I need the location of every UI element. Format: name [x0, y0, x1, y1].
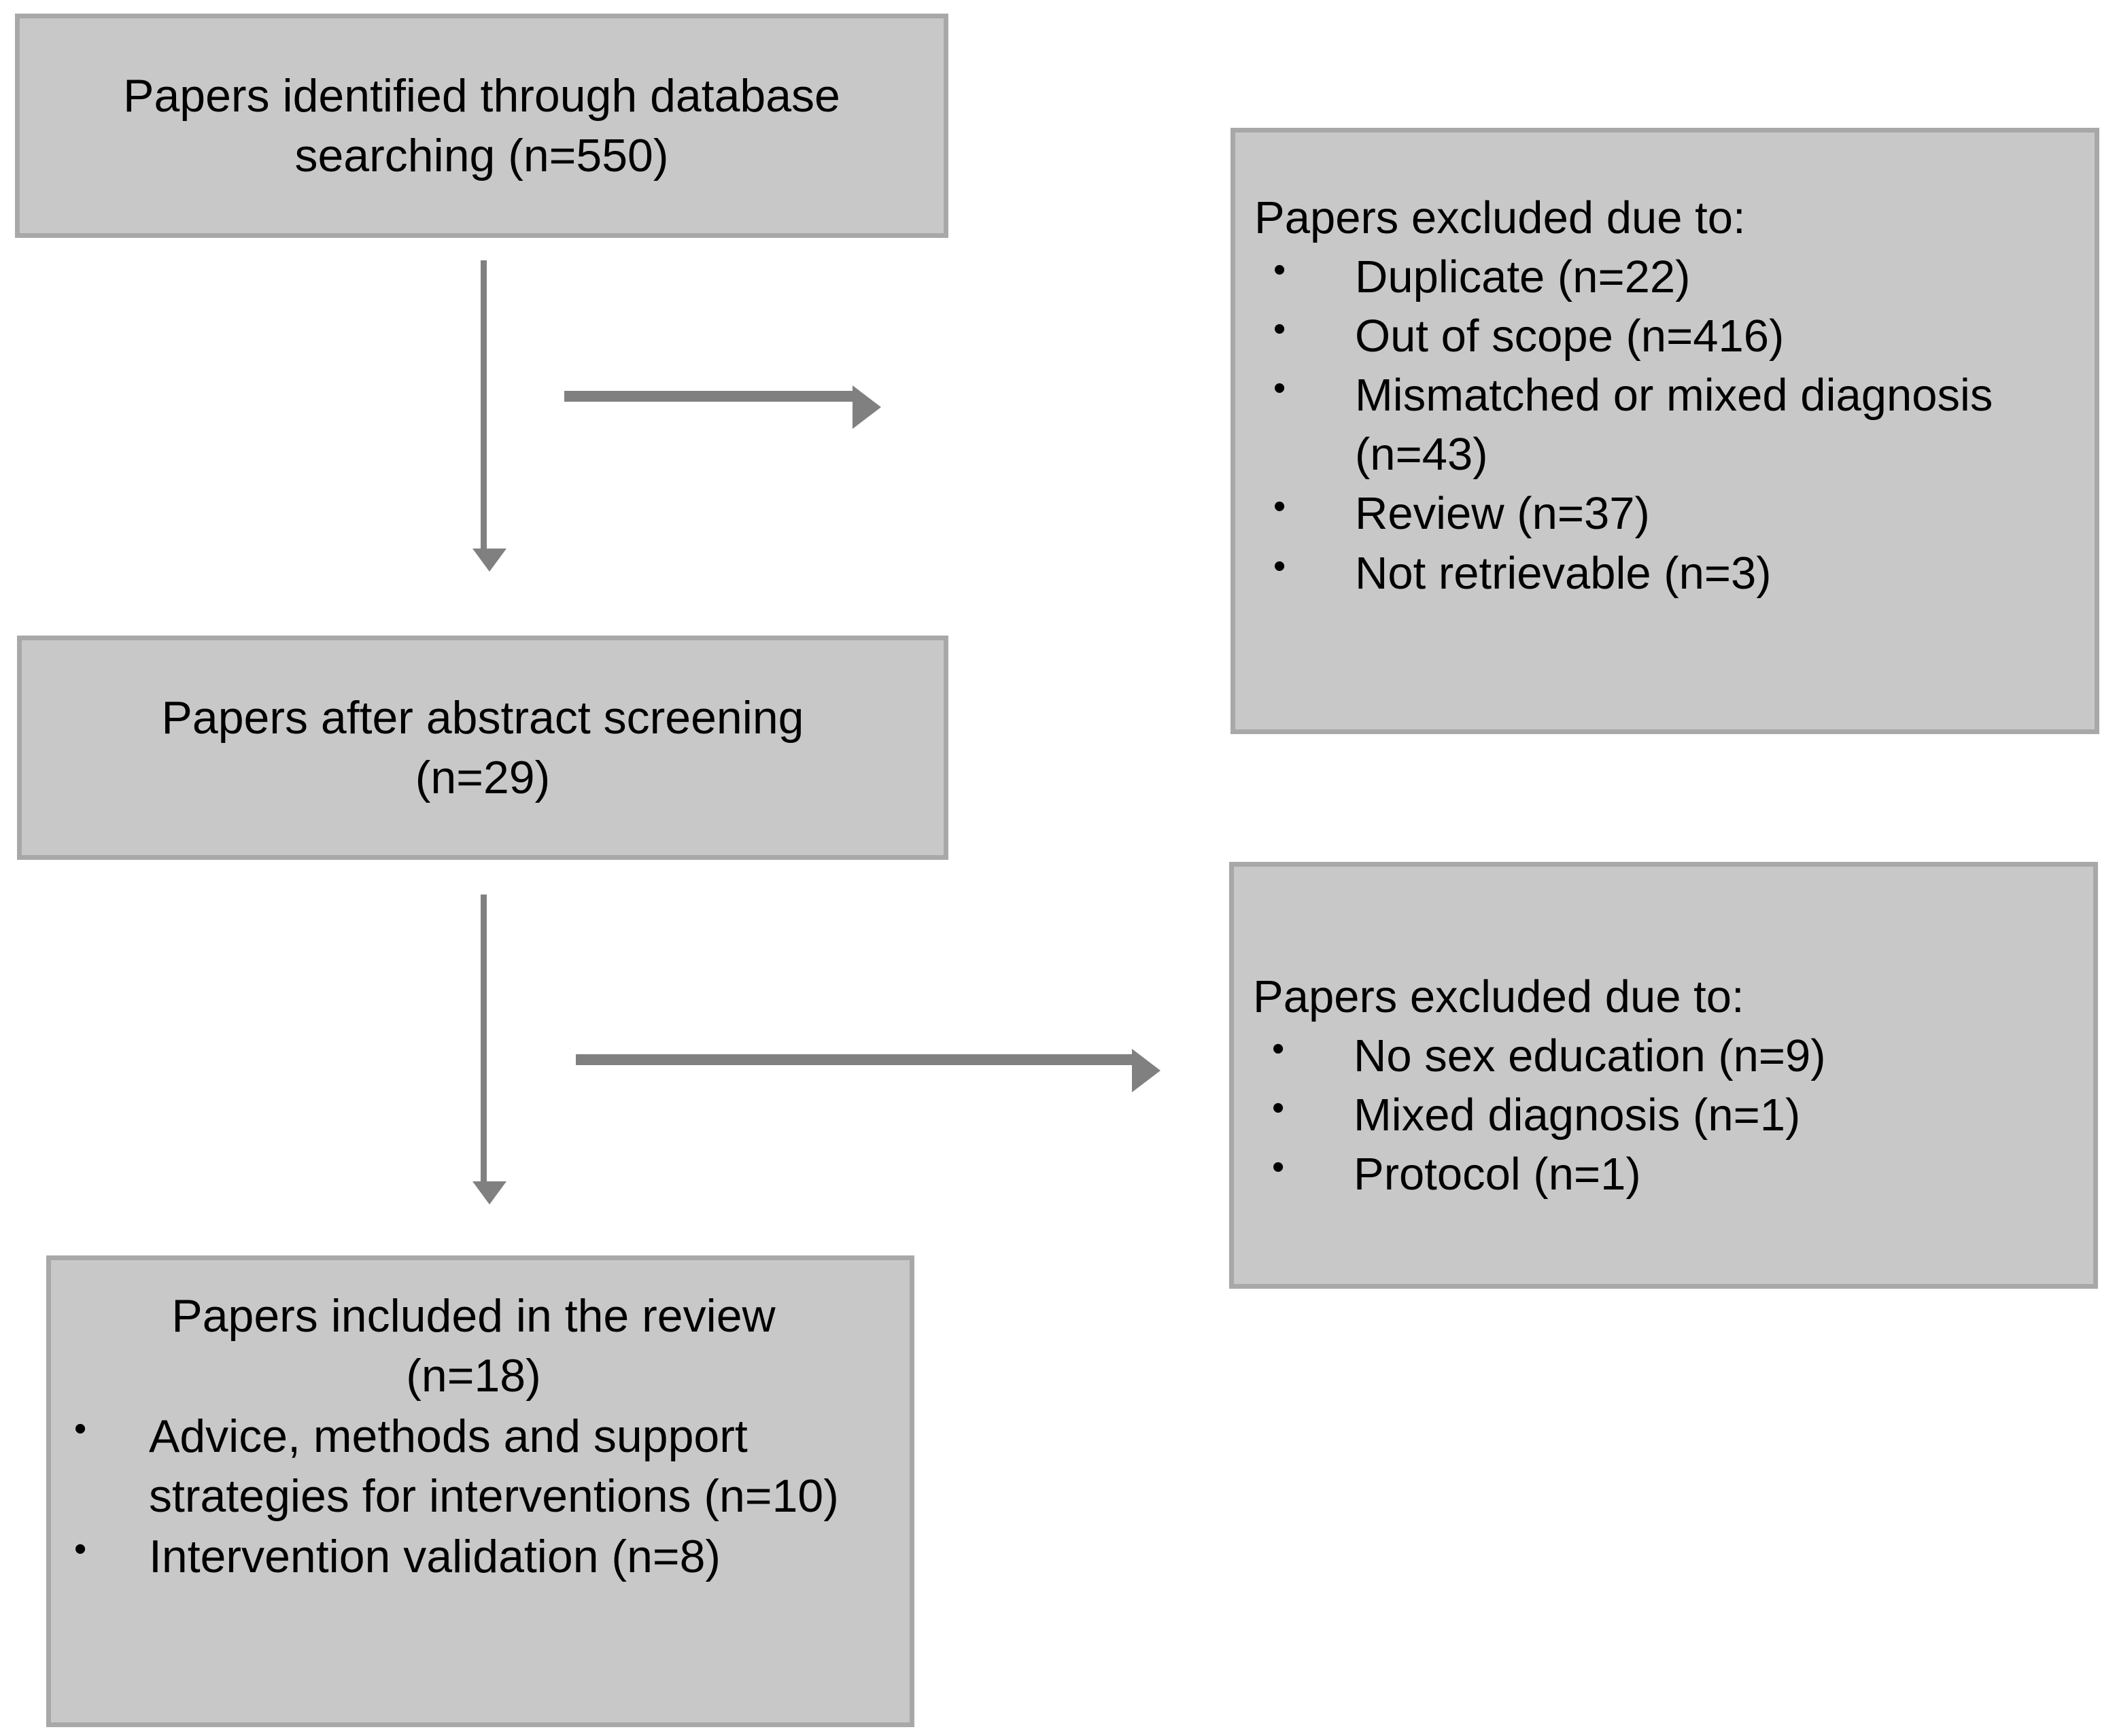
excluded-1-heading: Papers excluded due to: [1254, 192, 1746, 243]
papers-identified-line-2: searching (n=550) [294, 130, 669, 181]
included-item-label: Advice, methods and support strategies f… [149, 1410, 839, 1523]
included-item: • Intervention validation (n=8) [56, 1527, 891, 1586]
excluded-2-item-label: No sex education (n=9) [1354, 1030, 1826, 1082]
bullet-icon: • [74, 1529, 87, 1569]
bullet-icon: • [74, 1408, 87, 1448]
excluded-1-item-label: Out of scope (n=416) [1355, 311, 1785, 362]
included-line-2: (n=18) [406, 1350, 541, 1402]
excluded-1-item: • Not retrievable (n=3) [1254, 544, 2074, 603]
excluded-2-item: • Mixed diagnosis (n=1) [1253, 1086, 2073, 1145]
excluded-2-item-label: Mixed diagnosis (n=1) [1354, 1090, 1801, 1141]
papers-excluded-fulltext-box: Papers excluded due to: • No sex educati… [1229, 862, 2098, 1289]
arrow-identified-to-excluded-1 [564, 385, 881, 429]
included-item-label: Intervention validation (n=8) [149, 1530, 721, 1582]
excluded-2-item: • Protocol (n=1) [1253, 1145, 2073, 1204]
included-line-1: Papers included in the review [171, 1290, 776, 1342]
after-abstract-line-1: Papers after abstract screening [161, 691, 804, 744]
bullet-icon: • [1273, 546, 1286, 586]
excluded-1-item-label: Mismatched or mixed diagnosis (n=43) [1355, 370, 2006, 481]
excluded-2-heading: Papers excluded due to: [1253, 971, 1744, 1022]
papers-excluded-abstract-box: Papers excluded due to: • Duplicate (n=2… [1230, 128, 2099, 734]
bullet-icon: • [1273, 250, 1286, 290]
included-item: • Advice, methods and support strategies… [56, 1406, 891, 1527]
bullet-icon: • [1272, 1088, 1285, 1128]
papers-identified-box: Papers identified through database searc… [15, 14, 948, 238]
arrow-identified-to-after-abstract [472, 260, 506, 572]
excluded-1-item: • Duplicate (n=22) [1254, 247, 2074, 307]
papers-identified-line-1: Papers identified through database [123, 69, 840, 122]
arrow-after-abstract-to-excluded-2 [576, 1049, 1160, 1092]
bullet-icon: • [1273, 368, 1286, 409]
excluded-1-item: • Review (n=37) [1254, 484, 2074, 543]
bullet-icon: • [1272, 1029, 1285, 1069]
bullet-icon: • [1273, 309, 1286, 349]
bullet-icon: • [1273, 487, 1286, 527]
excluded-1-item: • Mismatched or mixed diagnosis (n=43) [1254, 366, 2074, 484]
bullet-icon: • [1272, 1147, 1285, 1187]
excluded-2-item: • No sex education (n=9) [1253, 1026, 2073, 1086]
excluded-1-item-label: Not retrievable (n=3) [1355, 547, 1772, 599]
excluded-1-item-label: Duplicate (n=22) [1355, 251, 1691, 303]
papers-after-abstract-screening-box: Papers after abstract screening (n=29) [17, 636, 948, 860]
excluded-2-item-label: Protocol (n=1) [1354, 1149, 1641, 1200]
after-abstract-line-2: (n=29) [415, 752, 551, 803]
excluded-1-item: • Out of scope (n=416) [1254, 307, 2074, 366]
excluded-1-item-label: Review (n=37) [1355, 488, 1650, 540]
arrow-after-abstract-to-included [472, 895, 506, 1204]
papers-included-box: Papers included in the review (n=18) • A… [46, 1255, 914, 1727]
